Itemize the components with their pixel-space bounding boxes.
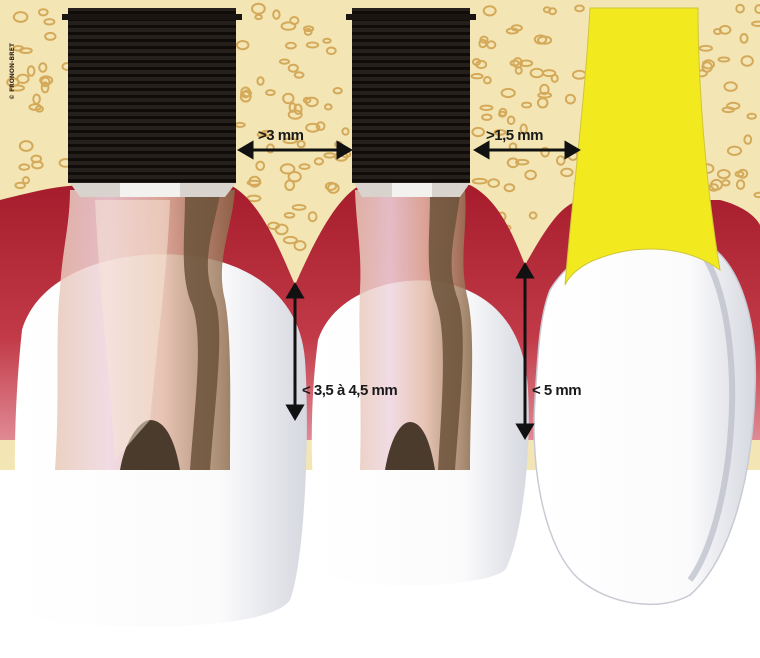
copyright-notice: © FRONON-BRET bbox=[9, 42, 16, 100]
implant-middle bbox=[346, 8, 476, 197]
label-implant-implant-distance: >3 mm bbox=[258, 127, 304, 144]
label-papilla-between-implants: < 3,5 à 4,5 mm bbox=[302, 382, 397, 399]
label-papilla-implant-tooth: < 5 mm bbox=[532, 382, 581, 399]
natural-tooth-root bbox=[565, 8, 720, 285]
crown-natural-tooth bbox=[534, 233, 755, 604]
implant-left bbox=[62, 8, 242, 197]
label-implant-tooth-distance: >1,5 mm bbox=[486, 127, 543, 144]
